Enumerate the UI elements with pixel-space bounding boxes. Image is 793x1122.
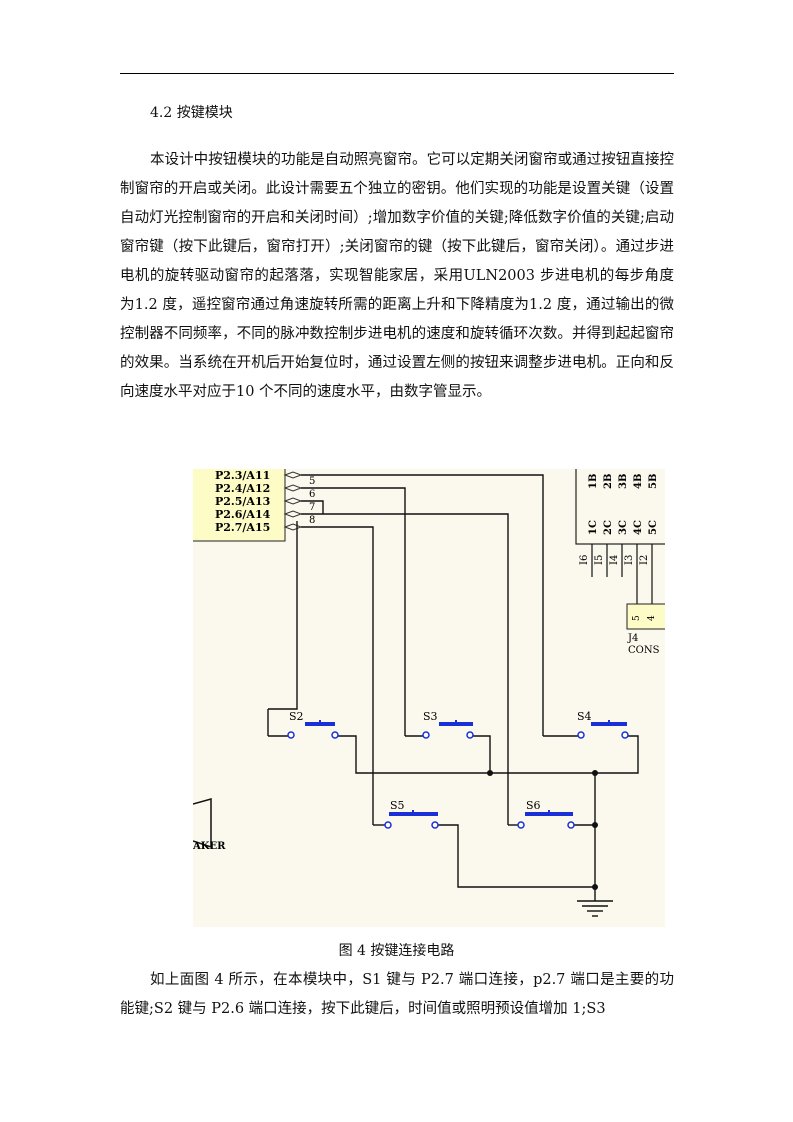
- svg-text:J4: J4: [627, 633, 638, 644]
- section-heading: 4.2 按键模块: [150, 105, 233, 121]
- svg-text:5B: 5B: [648, 474, 659, 489]
- svg-text:S4: S4: [577, 710, 592, 723]
- pin-label: P2.3/A11: [215, 469, 270, 482]
- driver-chip: 1B 2B 3B 4B 5B 1C 2C 3C 4C 5C: [575, 469, 665, 604]
- figure-caption: 图 4 按键连接电路: [338, 943, 455, 959]
- key-circuit-diagram: P2.3/A11 P2.4/A12 P2.5/A13 P2.6/A14 P2.7…: [193, 469, 665, 917]
- pin-label: P2.4/A12: [215, 482, 270, 495]
- connector-j4: 5 4 J4 CONS: [626, 603, 665, 656]
- switch-s2: S2: [287, 710, 339, 739]
- switch-s4: S4: [577, 710, 629, 739]
- svg-text:I5: I5: [594, 555, 605, 565]
- figure-description-paragraph: 如上面图 4 所示，在本模块中，S1 键与 P2.7 端口连接，p2.7 端口是…: [120, 972, 674, 1017]
- pin-label: P2.5/A13: [215, 495, 270, 508]
- pin-number: 8: [309, 515, 315, 526]
- pin-number: 5: [309, 476, 315, 487]
- svg-text:4: 4: [647, 615, 657, 621]
- circuit-figure: P2.3/A11 P2.4/A12 P2.5/A13 P2.6/A14 P2.7…: [193, 469, 665, 927]
- svg-text:I6: I6: [579, 555, 590, 565]
- switch-s6: S6: [517, 799, 575, 829]
- pin-number: 6: [309, 489, 315, 500]
- svg-text:AKER: AKER: [193, 841, 226, 852]
- svg-text:3B: 3B: [618, 474, 629, 489]
- svg-text:I2: I2: [639, 555, 650, 565]
- speaker-symbol: AKER: [193, 798, 226, 852]
- svg-text:S5: S5: [390, 799, 405, 812]
- svg-text:4C: 4C: [633, 520, 644, 535]
- ground-symbol: [577, 900, 613, 917]
- intro-paragraph: 本设计中按钮模块的功能是自动照亮窗帘。它可以定期关闭窗帘或通过按钮直接控制窗帘的…: [120, 152, 674, 400]
- svg-text:I3: I3: [624, 555, 635, 565]
- svg-text:5: 5: [632, 615, 642, 621]
- wires: [267, 474, 639, 901]
- svg-text:S2: S2: [289, 710, 304, 723]
- svg-text:2C: 2C: [603, 520, 614, 535]
- svg-text:5C: 5C: [648, 520, 659, 535]
- header-rule: [120, 73, 674, 74]
- switch-s3: S3: [422, 710, 474, 739]
- mcu-block: [193, 469, 286, 542]
- svg-text:S3: S3: [423, 710, 438, 723]
- pin-stubs: [283, 471, 303, 531]
- svg-text:I4: I4: [609, 555, 620, 565]
- svg-text:3C: 3C: [618, 520, 629, 535]
- svg-text:1B: 1B: [588, 474, 599, 489]
- svg-text:1C: 1C: [588, 520, 599, 535]
- pin-label: P2.7/A15: [215, 521, 270, 534]
- pin-label: P2.6/A14: [215, 508, 271, 521]
- svg-text:S6: S6: [526, 799, 541, 812]
- switch-s5: S5: [384, 799, 439, 829]
- svg-text:4B: 4B: [633, 474, 644, 489]
- svg-text:2B: 2B: [603, 474, 614, 489]
- pin-number: 7: [309, 502, 315, 513]
- svg-text:CONS: CONS: [628, 645, 660, 656]
